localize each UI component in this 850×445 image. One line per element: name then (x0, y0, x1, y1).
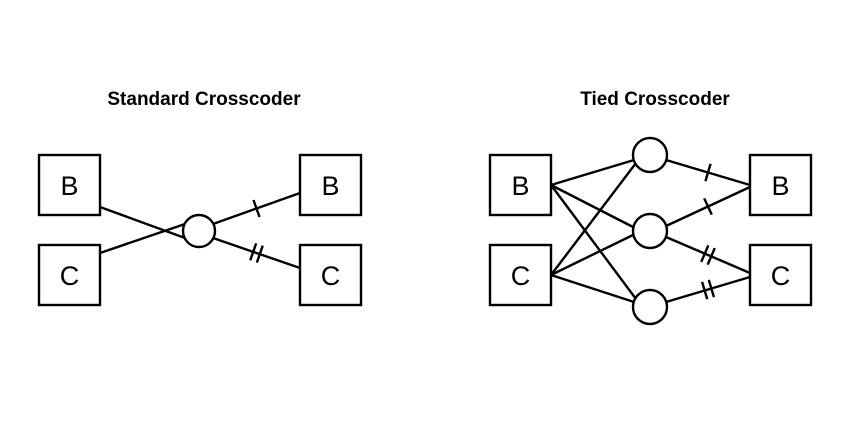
edge-input-B-to-latent-0 (550, 158, 635, 187)
edge-latent-2-to-output-C (665, 275, 751, 304)
edge-line (99, 205, 186, 240)
edge-input-C-to-latent-0 (550, 162, 637, 276)
node-label: C (321, 261, 341, 291)
edge-latent-0-to-output-B (665, 158, 751, 187)
node-box (298, 153, 363, 217)
node-label: B (60, 171, 78, 201)
edge-input-C-to-latent-0 (99, 222, 186, 255)
edge-line (665, 275, 751, 304)
edge-line (550, 184, 637, 300)
edge-tick-mark (255, 245, 264, 264)
node-label: B (771, 171, 789, 201)
node-label: C (60, 261, 80, 291)
node-box (748, 153, 813, 217)
edge-latent-1-to-output-C (665, 235, 751, 275)
edge-line (212, 236, 301, 270)
edge-input-B-to-latent-2 (550, 184, 637, 300)
edges-tied (550, 158, 751, 304)
edge-tick-mark (704, 163, 712, 182)
edge-line (550, 183, 634, 229)
edge-latent-1-to-output-B (665, 185, 751, 228)
edge-input-B-to-latent-0 (99, 205, 186, 240)
edge-tick-mark (700, 281, 709, 300)
edge-line (550, 273, 635, 304)
latent-node-0[interactable] (631, 136, 669, 174)
panel-title-tied: Tied Crosscoder (580, 89, 730, 110)
edge-input-C-to-latent-1 (550, 233, 634, 277)
node-box (37, 243, 102, 307)
node-label: C (511, 261, 531, 291)
edge-tick-mark (700, 244, 710, 263)
input-node-b[interactable]: B (37, 153, 102, 217)
edge-tick-mark (703, 197, 713, 216)
panel-title-standard: Standard Crosscoder (107, 89, 301, 110)
node-label: B (321, 171, 339, 201)
edge-input-C-to-latent-2 (550, 273, 635, 304)
output-node-b[interactable]: B (298, 153, 363, 217)
edge-line (550, 162, 637, 276)
edges-standard (99, 191, 301, 270)
output-node-b[interactable]: B (748, 153, 813, 217)
input-node-c[interactable]: C (37, 243, 102, 307)
node-box (488, 153, 553, 217)
latent-node-0[interactable] (181, 213, 217, 249)
node-box (748, 243, 813, 307)
edge-latent-0-to-output-B (212, 191, 301, 226)
edge-tick-mark (707, 279, 716, 298)
edge-line (550, 158, 635, 187)
latent-node-1[interactable] (631, 212, 669, 250)
edge-line (99, 222, 186, 255)
node-box (298, 243, 363, 307)
edge-line (550, 233, 634, 277)
node-label: C (771, 261, 791, 291)
edge-line (665, 235, 751, 275)
input-node-b[interactable]: B (488, 153, 553, 217)
node-box (37, 153, 102, 217)
output-node-c[interactable]: C (748, 243, 813, 307)
node-label: B (511, 171, 529, 201)
output-node-c[interactable]: C (298, 243, 363, 307)
latent-node-2[interactable] (631, 288, 669, 326)
edge-tick-mark (252, 199, 261, 218)
input-node-c[interactable]: C (488, 243, 553, 307)
edge-latent-0-to-output-C (212, 236, 301, 270)
edge-tick-mark (706, 247, 716, 266)
edge-input-B-to-latent-1 (550, 183, 634, 229)
node-box (488, 243, 553, 307)
edge-tick-mark (249, 242, 258, 261)
